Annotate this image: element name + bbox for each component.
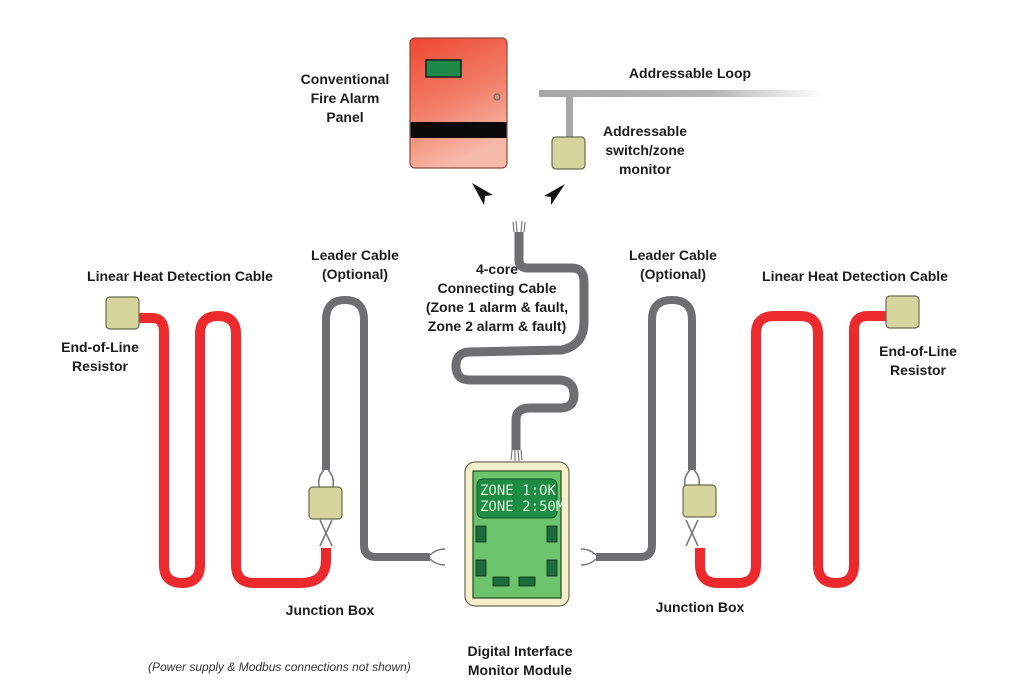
left-junction-box <box>308 486 343 520</box>
right-eol-label-line: Resistor <box>889 362 947 378</box>
module-display-line-2: ZONE 2:50M <box>480 499 565 515</box>
panel-label-line: Conventional <box>300 71 390 87</box>
right-leader-label-line: Leader Cable <box>629 247 717 263</box>
right-junction-label: Junction Box <box>655 599 745 615</box>
right-leader-cable <box>580 295 696 566</box>
zone-monitor-label-line: switch/zone <box>605 142 685 158</box>
left-leader-label: Leader Cable (Optional) <box>300 246 410 284</box>
module-label: Digital Interface Monitor Module <box>450 642 590 680</box>
module-label-line: Digital Interface <box>467 643 573 659</box>
connecting-cable-label: 4-core Connecting Cable (Zone 1 alarm & … <box>412 260 582 336</box>
right-leader-label: Leader Cable (Optional) <box>618 246 728 284</box>
footnote: (Power supply & Modbus connections not s… <box>148 660 411 674</box>
addressable-loop-drop <box>566 94 573 140</box>
right-junction-box <box>682 484 717 518</box>
left-leader-label-line: (Optional) <box>321 266 389 282</box>
cable-end-top-icon <box>512 220 526 233</box>
module-led <box>475 525 487 543</box>
connecting-cable-label-line: Connecting Cable <box>437 280 557 296</box>
zone-monitor-label-line: Addressable <box>602 123 688 139</box>
left-lhd-label: Linear Heat Detection Cable <box>87 268 273 284</box>
module-led <box>546 559 558 577</box>
left-heat-cable-path <box>137 311 331 588</box>
module-led <box>475 559 487 577</box>
cable-end-bottom-icon <box>510 449 523 462</box>
right-leader-cable-path <box>596 295 696 561</box>
left-junction-label: Junction Box <box>285 602 375 618</box>
left-eol-label-line: End-of-Line <box>61 339 139 355</box>
addressable-loop-label: Addressable Loop <box>628 65 752 81</box>
right-eol-resistor-box <box>885 295 920 329</box>
right-eol-label: End-of-Line Resistor <box>868 342 968 380</box>
right-heat-cable-path <box>695 311 890 588</box>
panel-body <box>409 37 508 169</box>
addressable-loop-line <box>539 90 824 97</box>
module-label-line: Monitor Module <box>467 662 573 678</box>
left-eol-label: End-of-Line Resistor <box>50 338 150 376</box>
panel-band <box>410 122 507 138</box>
left-leader-cable <box>322 295 446 566</box>
arrow-to-panel-icon <box>472 183 493 205</box>
zone-monitor-box <box>551 136 586 170</box>
addressable-loop <box>539 90 824 140</box>
right-heat-cable <box>695 311 890 588</box>
right-eol-label-line: End-of-Line <box>879 343 957 359</box>
module-display: ZONE 1:OK ZONE 2:50M <box>480 483 564 515</box>
module-screen <box>476 478 558 519</box>
module-led <box>546 525 558 543</box>
panel-key-icon <box>493 93 501 101</box>
connecting-cable <box>451 220 589 462</box>
zone-monitor-label: Addressable switch/zone monitor <box>590 122 700 179</box>
panel-display <box>425 59 462 78</box>
panel-label-line: Fire Alarm <box>310 90 380 106</box>
right-lhd-label: Linear Heat Detection Cable <box>762 268 948 284</box>
panel-label: Conventional Fire Alarm Panel <box>290 70 400 127</box>
connecting-cable-label-line: Zone 2 alarm & fault) <box>427 318 567 334</box>
arrow-to-monitor-icon <box>544 184 565 205</box>
connecting-cable-label-line: (Zone 1 alarm & fault, <box>425 299 569 315</box>
module-led <box>518 576 536 587</box>
panel-label-line: Panel <box>326 109 364 125</box>
left-leader-label-line: Leader Cable <box>311 247 399 263</box>
right-leader-cable-end-icon <box>580 548 597 566</box>
right-leader-label-line: (Optional) <box>639 266 707 282</box>
left-heat-cable <box>137 311 331 588</box>
module-led <box>492 576 510 587</box>
fire-alarm-panel <box>409 37 508 169</box>
connecting-cable-path <box>451 232 589 450</box>
zone-monitor-label-line: monitor <box>618 161 672 177</box>
left-leader-cable-path <box>322 295 430 561</box>
left-eol-label-line: Resistor <box>71 358 129 374</box>
monitor-module <box>464 461 570 607</box>
connecting-cable-label-line: 4-core <box>475 261 519 277</box>
left-leader-cable-end-icon <box>429 548 446 566</box>
left-eol-resistor-box <box>105 296 140 330</box>
module-display-line-1: ZONE 1:OK <box>480 483 556 499</box>
